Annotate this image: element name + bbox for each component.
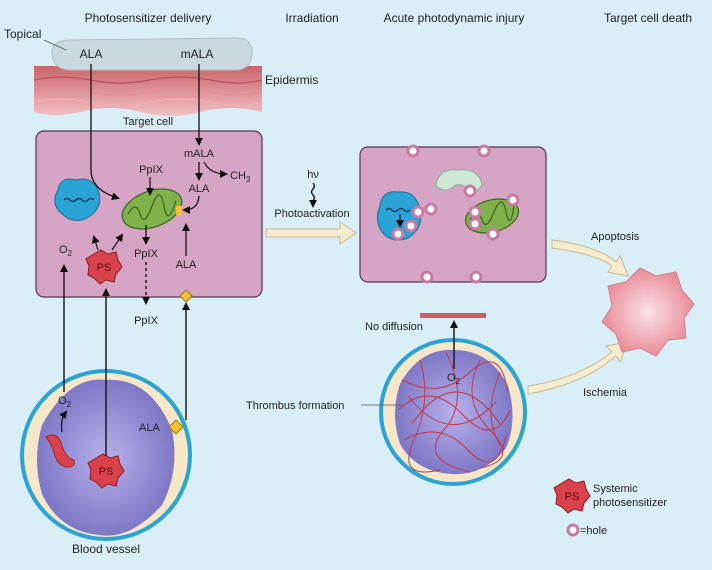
no-diffusion-bar	[420, 313, 486, 318]
skin-mala-label: mALA	[181, 47, 214, 61]
vessel-o2-label: O2	[58, 395, 72, 409]
ps-vessel-badge: PS	[87, 453, 125, 489]
photoactivation-label: Photoactivation	[274, 208, 349, 220]
hole	[477, 144, 491, 158]
hole	[391, 227, 405, 241]
injured-dna	[385, 207, 411, 213]
hole	[424, 202, 438, 216]
legend-hole-icon	[566, 523, 580, 537]
hole	[411, 205, 425, 219]
ppix-out-label: PpIX	[134, 315, 159, 327]
vessel-transporter	[168, 419, 184, 435]
ps-to-nucleus-arrow	[91, 235, 100, 251]
apoptosis-label: Apoptosis	[591, 231, 640, 243]
topical-pointer	[43, 39, 67, 51]
hole	[406, 144, 420, 158]
no-diffusion-label: No diffusion	[365, 321, 423, 333]
hole	[420, 270, 434, 284]
dying-cell	[601, 267, 695, 357]
svg-text:PS: PS	[99, 466, 114, 478]
header-injury: Acute photodynamic injury	[384, 11, 525, 25]
hole	[469, 270, 483, 284]
legend-ps-badge: PS	[553, 478, 591, 514]
hole	[486, 227, 500, 241]
legend-hole-label: =hole	[580, 525, 607, 537]
ps-to-mito-arrow	[111, 233, 124, 251]
skin-ala-label: ALA	[80, 47, 103, 61]
legend-systemic-line1: Systemic	[593, 483, 638, 495]
ppix-mid-label: PpIX	[134, 248, 159, 260]
header-delivery: Photosensitizer delivery	[85, 11, 212, 25]
svg-text:PS: PS	[565, 491, 580, 503]
hole	[468, 205, 482, 219]
hole	[463, 184, 477, 198]
mitochondrion	[121, 188, 183, 230]
ch3-label: CH3	[230, 170, 251, 184]
ala-to-mito-arrow	[182, 195, 200, 214]
target-cell-title: Target cell	[123, 116, 173, 128]
epidermis-label: Epidermis	[265, 73, 318, 87]
cell-ala-mid: ALA	[189, 183, 210, 195]
topical-cream	[51, 37, 253, 71]
photoactivation-arrow	[265, 221, 357, 245]
thrombus-o2-label: O2	[447, 372, 461, 386]
thrombus-formation-label: Thrombus formation	[246, 400, 344, 412]
cell-mala-label: mALA	[184, 148, 215, 160]
fibrin-mesh	[397, 351, 511, 473]
ischemia-label: Ischemia	[583, 387, 628, 399]
cell-o2-label: O2	[59, 244, 73, 258]
topical-label: Topical	[4, 27, 41, 41]
header-irradiation: Irradiation	[285, 11, 338, 25]
hole	[468, 217, 482, 231]
mito-transporter	[176, 206, 182, 215]
ala-topical-arrow	[90, 64, 120, 201]
legend-systemic-line2: photosensitizer	[593, 497, 667, 509]
cell-ala-low: ALA	[176, 259, 197, 271]
dna-strand	[63, 197, 95, 203]
rbc-to-o2-arrow	[59, 410, 68, 433]
membrane-holes	[391, 144, 520, 284]
hole	[404, 219, 418, 233]
ch3-arrow	[203, 161, 228, 178]
rbc	[45, 434, 75, 468]
ppix-top-label: PpIX	[139, 164, 164, 176]
injured-cell	[359, 146, 547, 283]
vessel-ala-label: ALA	[139, 422, 160, 434]
hole	[506, 193, 520, 207]
ps-cell-badge: PS	[85, 249, 123, 285]
apoptosis-arrow	[551, 239, 629, 277]
hv-label: hν	[307, 169, 319, 181]
header-death: Target cell death	[604, 11, 692, 25]
blood-vessel-caption: Blood vessel	[72, 542, 140, 556]
svg-text:PS: PS	[97, 262, 112, 274]
hv-squiggle	[309, 182, 317, 208]
